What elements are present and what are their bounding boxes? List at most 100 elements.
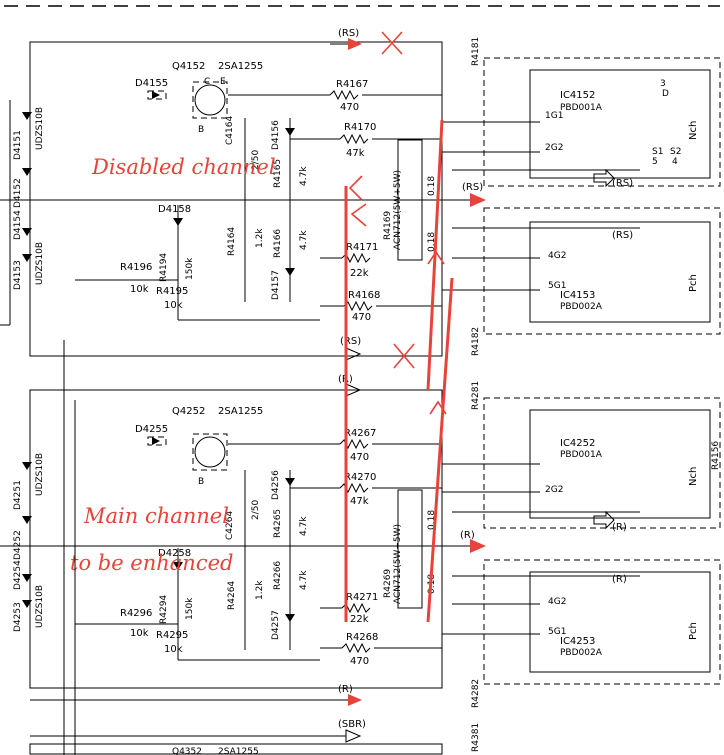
shunt-lower-val-a: 0.18 xyxy=(427,510,437,530)
r-c-lower: R4265 xyxy=(273,509,283,538)
r-c-lower-val: 4.7k xyxy=(299,516,309,536)
r-a-lower: R4264 xyxy=(227,581,237,610)
edge-label: R4156 xyxy=(711,441,721,470)
bottom-type: 2SA1255 xyxy=(218,747,259,755)
d-left-lower: D4258 xyxy=(158,548,191,559)
r-h-lower-val: 470 xyxy=(350,656,369,667)
ic-upper-p-box xyxy=(483,207,721,335)
pin-s2: S2 xyxy=(670,147,681,157)
resistor-icon xyxy=(341,642,371,654)
svg-text:C: C xyxy=(204,77,210,87)
r-ic-bot-lower: R4282 xyxy=(471,679,481,708)
r-top-upper-val: 470 xyxy=(340,102,359,113)
svg-text:B: B xyxy=(198,477,204,487)
ic-upper-p-ch: Pch xyxy=(688,274,699,292)
pin-g2: 2G2 xyxy=(545,143,563,153)
bottom-r: R4381 xyxy=(471,723,481,752)
resistor-icon xyxy=(339,438,369,450)
ic-lower-n-label: IC4252 xyxy=(560,438,595,449)
ic-upper-p-type: PBD002A xyxy=(560,302,603,312)
resistor-icon xyxy=(329,89,359,101)
cap-upper: C4164 xyxy=(225,116,235,145)
pin-5g1-lower: 5G1 xyxy=(548,627,566,637)
r-a-lower-val: 1.2k xyxy=(255,580,265,600)
q-upper-label: Q4152 xyxy=(172,61,205,72)
r-f-upper-val: 10k xyxy=(164,300,183,311)
r-e-lower-val: 10k xyxy=(130,628,149,639)
pin-4g2: 4G2 xyxy=(548,251,566,261)
shunt-lower xyxy=(397,489,423,609)
q-lower-type: 2SA1255 xyxy=(218,406,263,417)
r-e-lower: R4296 xyxy=(120,608,152,619)
r-ic-top-upper: R4181 xyxy=(471,37,481,66)
zener-icon xyxy=(22,574,32,582)
pin-g1: 1G1 xyxy=(545,111,563,121)
zener-icon xyxy=(22,600,32,608)
r-f-lower: R4295 xyxy=(156,630,188,641)
transistor-symbol xyxy=(194,84,226,116)
pin-3: 3 xyxy=(660,79,666,89)
outline-arrow xyxy=(593,510,615,530)
r-mid-upper: R4170 xyxy=(344,122,376,133)
r-g-lower-val: 22k xyxy=(350,614,369,625)
annotations: Disabled channel Main channel to be enha… xyxy=(70,119,454,623)
resistor-icon xyxy=(339,133,369,145)
r-b-upper-val: 4.7k xyxy=(299,230,309,250)
r-f-lower-val: 10k xyxy=(164,644,183,655)
d-low-upper: D4157 xyxy=(271,270,281,300)
diode-icon xyxy=(285,614,295,622)
ic-lower-p-box xyxy=(483,559,721,685)
r-mid-lower: R4270 xyxy=(344,472,376,483)
rs-arrow-mid xyxy=(470,193,486,207)
lower-channel: (R) Q4252 2SA1255 B D4255 R4267 470 R427… xyxy=(0,374,486,743)
r-ic-lower-p: (R) xyxy=(612,574,627,585)
pin-4g2-lower: 4G2 xyxy=(548,597,566,607)
svg-text:B: B xyxy=(198,125,204,135)
zener-type-lower-a: UDZS10B xyxy=(35,453,45,496)
svg-text:E: E xyxy=(220,77,226,87)
zener-d-lower: D4254 xyxy=(13,560,23,590)
cross-mark-low xyxy=(393,343,415,369)
pin-s1: S1 xyxy=(652,147,663,157)
d-top-lower: D4255 xyxy=(135,424,168,435)
r-arrow-low xyxy=(348,694,362,706)
shunt-lower-type: ACN712(5W+5W) xyxy=(393,524,403,604)
q-upper-type: 2SA1255 xyxy=(218,61,263,72)
cap-upper-val: 2/50 xyxy=(251,150,261,170)
diode-icon xyxy=(152,91,160,99)
lower-ic-block: IC4252 PBD001A Nch (R) 2G2 IC4253 PBD002… xyxy=(442,381,721,708)
resistor-icon xyxy=(343,300,373,312)
cross-mark-top xyxy=(381,31,403,55)
diode-icon xyxy=(285,478,295,486)
d-left-upper: D4158 xyxy=(158,204,191,215)
red-chevron-3 xyxy=(427,250,445,265)
r-top-lower-val: 470 xyxy=(350,452,369,463)
zener-icon xyxy=(22,228,32,236)
sbr-outline-arrow xyxy=(345,729,362,743)
diode-icon xyxy=(285,128,295,136)
r-mid-lower-val: 47k xyxy=(350,496,369,507)
pin-d: D xyxy=(662,89,669,99)
r-a-upper-val: 1.2k xyxy=(255,228,265,248)
r-g-upper: R4171 xyxy=(346,242,378,253)
resistor-icon xyxy=(339,482,369,494)
r-h-lower: R4268 xyxy=(346,632,378,643)
ic-lower-n-type: PBD001A xyxy=(560,450,603,460)
lower-frame xyxy=(29,389,443,689)
r-b-lower-val: 4.7k xyxy=(299,570,309,590)
note-main-a: Main channel xyxy=(83,504,229,528)
pin-5: 5 xyxy=(652,157,658,167)
r-a-upper: R4164 xyxy=(227,227,237,256)
r-label-mid: (R) xyxy=(460,530,475,541)
zener-icon xyxy=(22,168,32,176)
r-h-upper-val: 470 xyxy=(352,312,371,323)
rs-label-low: (RS) xyxy=(340,336,361,347)
upper-channel: (RS) Q4152 2SA1255 B C E D4155 R4167 470… xyxy=(0,28,486,369)
r-e-upper-val: 10k xyxy=(130,284,149,295)
r-c-upper: R4165 xyxy=(273,159,283,188)
sbr-label: (SBR) xyxy=(338,719,366,730)
rs-arrow-top xyxy=(348,38,362,50)
ic-lower-p-type: PBD002A xyxy=(560,648,603,658)
ic-lower-n-box xyxy=(483,397,721,529)
transistor-symbol xyxy=(194,436,226,468)
